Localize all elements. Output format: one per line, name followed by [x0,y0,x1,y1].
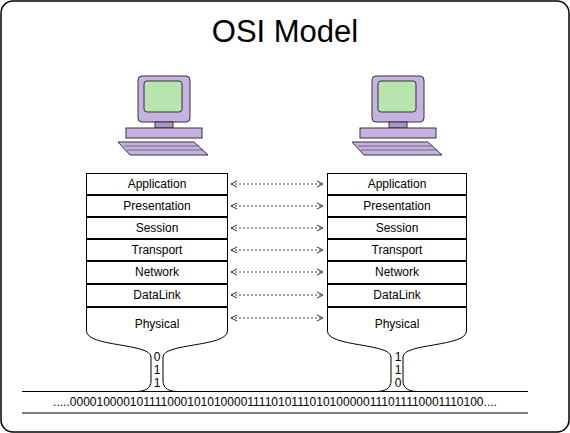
peer-link-arrow [231,206,323,207]
peer-link-arrow [231,295,323,296]
layer-name: Session [87,218,227,238]
layer-box: Presentation [327,195,467,217]
bit-digit: 0 [388,377,408,390]
monitor-screen [378,81,416,112]
layer-box: Session [327,217,467,239]
layer-name: Transport [87,240,227,260]
layer-name: Application [87,174,227,194]
layer-box: Application [86,173,228,195]
peer-link-arrow [231,228,323,229]
layer-box: Network [86,261,228,284]
layer-box: Presentation [86,195,228,217]
layer-box: Transport [86,239,228,261]
layer-name: Network [87,262,227,283]
computer-icon [352,76,442,155]
bus-line [22,413,528,414]
peer-link-arrow [231,272,323,273]
layer-box: DataLink [86,284,228,307]
layer-box: Session [86,217,228,239]
layer-box: DataLink [327,284,467,307]
bit-digit: 1 [147,364,167,377]
bit-digit: 1 [147,377,167,390]
peer-link-arrow [231,318,323,319]
computer-icon [118,76,208,155]
keyboard-keys [358,146,437,150]
monitor-screen [144,81,182,112]
monitor-body [138,76,190,122]
peer-link-arrow [231,184,323,185]
layer-name: DataLink [87,285,227,306]
layer-box: Transport [327,239,467,261]
layer-name: Physical [327,307,467,341]
layer-box: Application [327,173,467,195]
keyboard-keys [124,146,203,150]
keyboard [118,142,208,155]
monitor-stand [155,122,173,128]
funnel-shape [328,308,467,392]
bit-stream: .....00001000010111100010101000011110101… [10,396,540,409]
keyboard [352,142,442,155]
cpu-case [126,128,202,138]
layer-name: Transport [328,240,466,260]
layer-name: Presentation [87,196,227,216]
bit-digit: 0 [147,351,167,364]
bit-digit: 1 [388,351,408,364]
layer-name: Physical [86,307,228,341]
bit-digit: 1 [388,364,408,377]
bus-line [22,391,528,392]
monitor-stand [389,122,407,128]
cpu-case [360,128,436,138]
layer-name: Session [328,218,466,238]
layer-name: Presentation [328,196,466,216]
monitor-body [372,76,424,122]
layer-name: Application [328,174,466,194]
layer-name: DataLink [328,285,466,306]
layer-name: Network [328,262,466,283]
diagram-title: OSI Model [0,14,570,50]
layer-box: Network [327,261,467,284]
peer-link-arrow [231,250,323,251]
funnel-shape [87,308,228,392]
